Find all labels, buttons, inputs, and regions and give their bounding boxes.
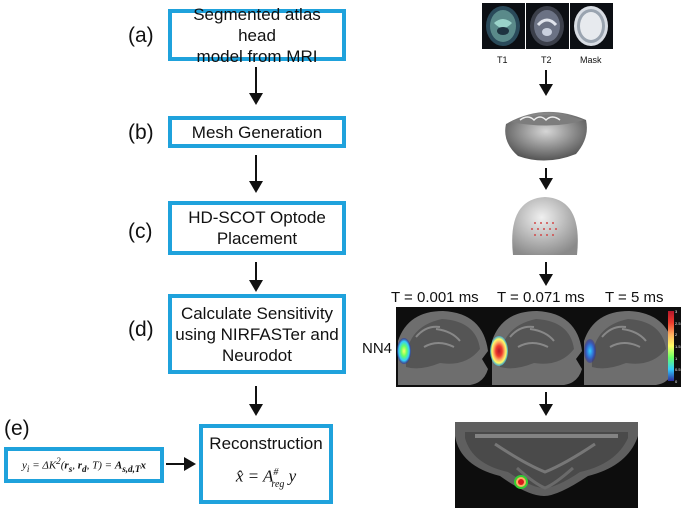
head-mesh-image	[500, 100, 590, 164]
arrow-e-recon	[166, 457, 196, 471]
step-box-reconstruction: Reconstruction x̂ = A#reg y	[199, 424, 333, 504]
step-box-optode: HD-SCOT Optode Placement	[168, 201, 346, 255]
row-label-nn4: NN4	[362, 340, 393, 357]
arrow-sensitivity-recon	[539, 392, 553, 416]
colorbar-tick: 2	[675, 332, 678, 338]
optode-cap-image	[507, 193, 583, 257]
arrow-d-recon	[249, 386, 263, 416]
colorbar-ticks: 3 2.5 2 1.5 1 0.5 0	[675, 309, 681, 384]
mri-t2-image	[526, 3, 569, 49]
colorbar-tick: 0.5	[675, 367, 681, 373]
step-label-c: (c)	[128, 220, 153, 243]
colorbar-tick: 2.5	[675, 320, 681, 326]
mri-caption-t1: T1	[497, 55, 508, 65]
mri-t1-image	[482, 3, 525, 49]
arrow-c-d	[249, 262, 263, 292]
reconstruction-image	[455, 422, 638, 508]
mri-caption-mask: Mask	[580, 55, 602, 65]
step-box-atlas: Segmented atlas head model from MRI	[168, 5, 346, 66]
step-text-sensitivity: Calculate Sensitivity using NIRFASTer an…	[175, 303, 339, 365]
recon-formula: x̂ = A#reg y	[235, 467, 297, 490]
head-slice-1	[397, 311, 488, 385]
colorbar-tick: 1	[675, 355, 678, 361]
colorbar-gradient	[668, 311, 674, 381]
forward-model-formula: yi = ΔK2(rs, rd, T) = As,d,Tx	[22, 456, 146, 474]
colorbar-tick: 0	[675, 379, 678, 384]
step-text-optode: HD-SCOT Optode Placement	[188, 208, 326, 248]
recon-title: Reconstruction	[209, 434, 323, 454]
mri-mask-image	[570, 3, 613, 49]
colorbar-tick: 1.5	[675, 344, 681, 349]
arrow-b-c	[249, 155, 263, 193]
arrow-mri-mesh	[539, 70, 553, 96]
step-box-sensitivity: Calculate Sensitivity using NIRFASTer an…	[168, 294, 346, 374]
step-text-atlas: Segmented atlas head model from MRI	[193, 4, 321, 66]
step-label-b: (b)	[128, 121, 154, 144]
forward-model-box: yi = ΔK2(rs, rd, T) = As,d,Tx	[4, 447, 164, 483]
step-label-a: (a)	[128, 24, 154, 47]
time-label-1: T = 0.001 ms	[391, 289, 479, 306]
arrow-a-b	[249, 67, 263, 105]
head-slice-2	[490, 311, 582, 385]
arrow-cap-sensitivity	[539, 262, 553, 286]
step-label-e: (e)	[4, 417, 30, 440]
step-text-mesh: Mesh Generation	[191, 122, 323, 142]
time-label-3: T = 5 ms	[605, 289, 664, 306]
sensitivity-panel: 3 2.5 2 1.5 1 0.5 0	[396, 307, 681, 387]
head-slice-3	[584, 311, 674, 385]
step-label-d: (d)	[128, 318, 154, 341]
time-label-2: T = 0.071 ms	[497, 289, 585, 306]
mri-caption-t2: T2	[541, 55, 552, 65]
arrow-mesh-cap	[539, 168, 553, 190]
colorbar-tick: 3	[675, 309, 678, 314]
step-box-mesh: Mesh Generation	[168, 116, 346, 148]
